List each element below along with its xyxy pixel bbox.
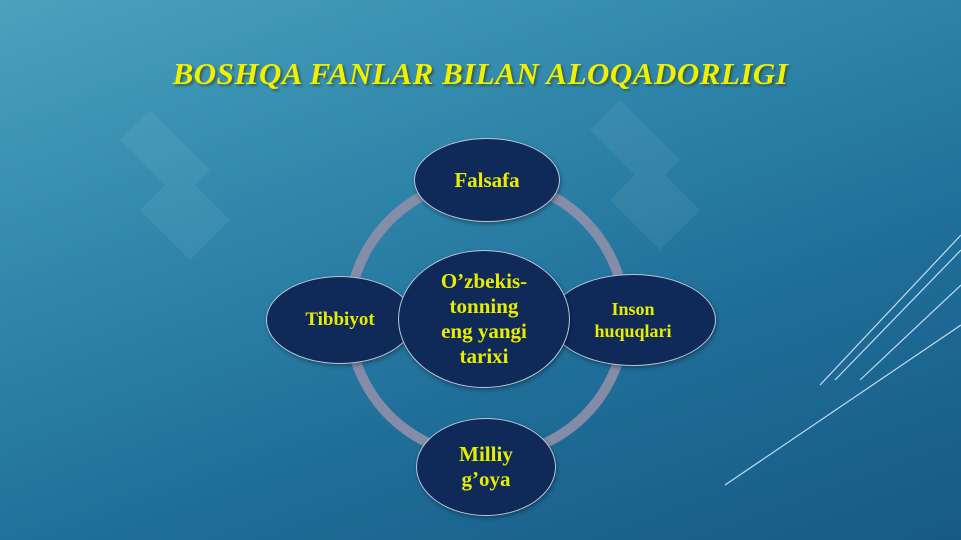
node-milliy-goya: Milliy g’oya xyxy=(416,418,556,516)
watermark-logo xyxy=(120,100,700,260)
node-falsafa: Falsafa xyxy=(414,138,560,222)
decorative-lines xyxy=(724,234,961,486)
center-node-label: O’zbekis- tonning eng yangi tarixi xyxy=(440,269,528,368)
node-falsafa-label: Falsafa xyxy=(454,167,520,192)
node-milliy-goya-label: Milliy g’oya xyxy=(459,442,513,491)
node-inson-huquqlari-label: Inson huquqlari xyxy=(594,299,672,341)
center-node: O’zbekis- tonning eng yangi tarixi xyxy=(398,250,570,388)
node-inson-huquqlari: Inson huquqlari xyxy=(550,274,716,366)
node-tibbiyot: Tibbiyot xyxy=(266,276,414,364)
node-tibbiyot-label: Tibbiyot xyxy=(305,309,375,330)
slide-title: BOSHQA FANLAR BILAN ALOQADORLIGI xyxy=(172,56,789,91)
